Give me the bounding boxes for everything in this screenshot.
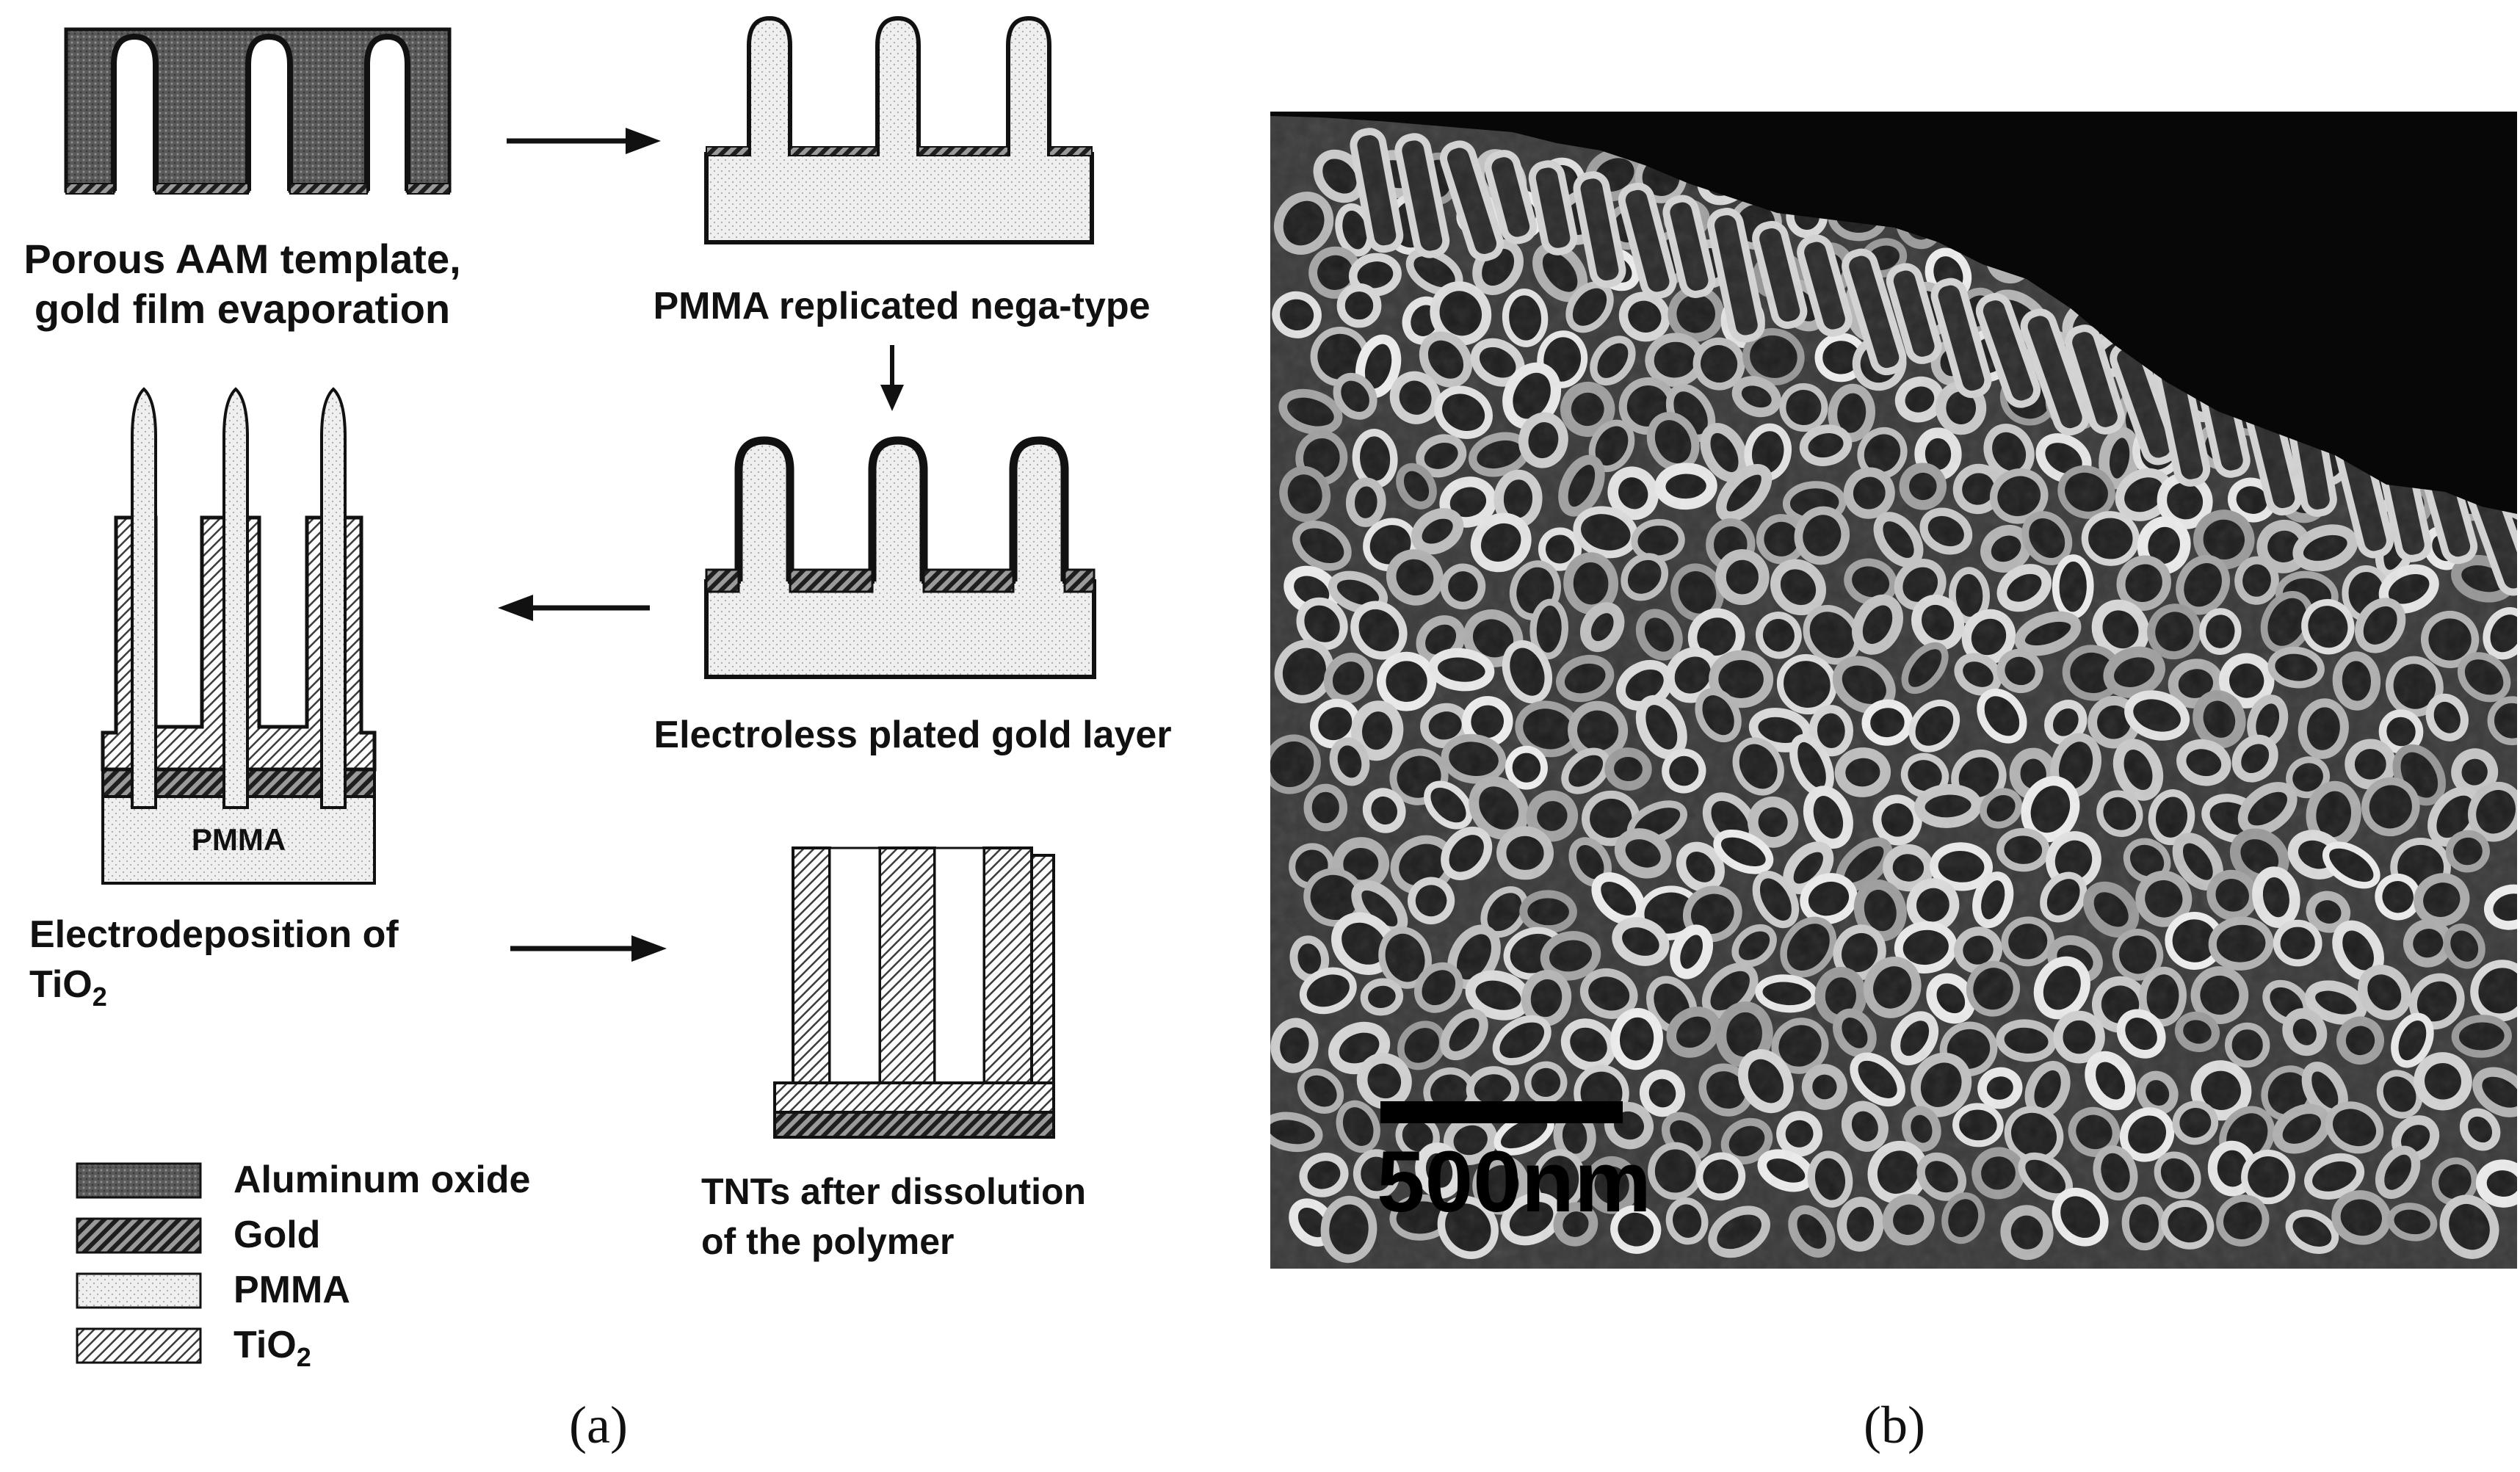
plated-gold-coat: [734, 436, 794, 581]
step4-pmma-pillar: [320, 387, 347, 809]
legend-swatch-aluminum-oxide: [76, 1162, 202, 1199]
sem-dark-background: [1270, 112, 2517, 514]
arrow-down-1: [880, 345, 904, 411]
tnt-tube-wall: [792, 846, 831, 1093]
step4-block-label: PMMA: [192, 822, 286, 857]
legend-label-tio2-main: TiO: [233, 1324, 297, 1366]
step4-caption-line1: Electrodeposition of: [29, 913, 399, 956]
step3-caption: Electroless plated gold layer: [653, 714, 1171, 756]
step4-caption-sub: 2: [93, 982, 107, 1012]
legend-swatch-gold: [76, 1217, 202, 1254]
tnt-tube-wall: [878, 846, 936, 1093]
step1-aam-template: [64, 27, 452, 195]
tnt-base-tio2: [773, 1081, 1055, 1114]
step5-caption-line2: of the polymer: [701, 1221, 954, 1262]
replica-gold-film: [1049, 146, 1093, 156]
step3-gold-plated: [704, 436, 1096, 679]
aam-gold-film: [155, 183, 249, 195]
step1-caption-line2: gold film evaporation: [35, 286, 450, 332]
aam-pore-outline: [111, 33, 159, 191]
step4-caption-tio: TiO: [29, 963, 93, 1006]
tnt-tube-interior: [828, 846, 881, 1084]
aam-gold-film: [407, 183, 450, 195]
sem-micrograph: 500nm: [1270, 112, 2517, 1269]
tnt-tube-wall: [1030, 854, 1055, 1093]
aam-template-shape: [64, 27, 452, 193]
plated-gold-coat: [1009, 436, 1069, 581]
step2-pmma-replica: [704, 15, 1094, 244]
aam-pore-outline: [364, 33, 410, 191]
arrow-right-1: [507, 128, 661, 154]
step5-caption-line1: TNTs after dissolution: [701, 1171, 1086, 1212]
plated-gold-layer: [789, 568, 874, 593]
step5-tnts: [773, 846, 1055, 1139]
legend-label-tio2: TiO2: [233, 1324, 311, 1372]
plated-gold-layer: [705, 568, 740, 593]
plated-gold-coat: [868, 436, 928, 581]
arrow-right-2: [510, 935, 667, 962]
sem-scale-label: 500nm: [1377, 1134, 1651, 1230]
fabrication-schematic: Porous AAM template, gold film evaporati…: [23, 15, 1172, 1372]
plated-gold-layer: [922, 568, 1015, 593]
replica-gold-film: [918, 146, 1009, 156]
step4-caption-line2: TiO2: [29, 963, 107, 1012]
plated-gold-layer: [1063, 568, 1096, 593]
sem-scale-bar: [1380, 1101, 1623, 1123]
step4-pmma-pillar: [131, 387, 157, 809]
replica-gold-film: [706, 146, 750, 156]
legend-swatch-tio2: [76, 1327, 202, 1364]
tnt-tube-interior: [933, 846, 985, 1084]
panel-label-b: (b): [1864, 1396, 1925, 1454]
step4-pmma-block: [101, 795, 376, 885]
pmma-replica-shape: [704, 15, 1094, 244]
legend: Aluminum oxide Gold PMMA TiO2: [76, 1159, 530, 1372]
aam-pore-outline: [245, 33, 293, 191]
legend-label-aluminum-oxide: Aluminum oxide: [233, 1159, 530, 1201]
plated-replica-shape: [704, 438, 1096, 679]
aam-gold-film: [65, 183, 115, 195]
legend-label-tio2-sub: 2: [297, 1342, 311, 1372]
tnt-tube-wall: [982, 846, 1033, 1093]
panel-label-a: (a): [569, 1396, 628, 1454]
replica-gold-film: [789, 146, 878, 156]
legend-swatch-pmma: [76, 1272, 202, 1309]
legend-label-gold: Gold: [233, 1214, 320, 1256]
step4-electrodeposition: [101, 387, 377, 885]
aam-gold-film: [289, 183, 368, 195]
arrow-left-1: [498, 595, 650, 621]
step4-pmma-pillar: [222, 387, 249, 809]
step1-caption-line1: Porous AAM template,: [23, 236, 460, 282]
step2-caption: PMMA replicated nega-type: [653, 285, 1150, 327]
tnt-base-gold: [773, 1111, 1055, 1139]
legend-label-pmma: PMMA: [233, 1269, 350, 1311]
